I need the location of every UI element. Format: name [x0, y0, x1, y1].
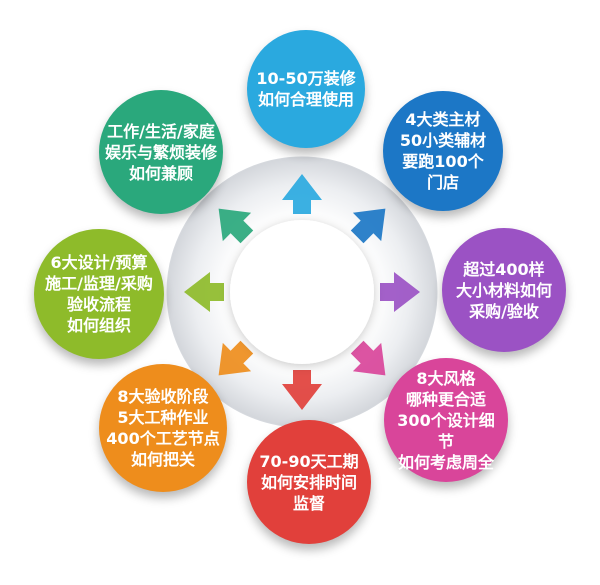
arrow-up-left-icon: [218, 208, 254, 244]
node-budget: 10-50万装修 如何合理使用: [247, 30, 365, 148]
node-purchase: 超过400样 大小材料如何 采购/验收: [442, 228, 566, 352]
arrow-right-icon: [380, 272, 420, 312]
node-schedule: 70-90天工期 如何安排时间 监督: [247, 420, 371, 544]
hub-circle: [230, 220, 374, 364]
node-balance-label: 工作/生活/家庭 娱乐与繁烦装修 如何兼顾: [105, 121, 218, 183]
node-budget-label: 10-50万装修 如何合理使用: [256, 69, 356, 109]
arrow-up-right-icon: [350, 208, 386, 244]
node-materials: 4大类主材 50小类辅材 要跑100个 门店: [383, 91, 503, 211]
node-acceptance-label: 8大验收阶段 5大工种作业 400个工艺节点 如何把关: [106, 387, 220, 469]
arrow-up-icon: [282, 174, 322, 214]
arrow-down-left-icon: [218, 340, 254, 376]
arrow-group: [184, 174, 420, 410]
node-balance: 工作/生活/家庭 娱乐与繁烦装修 如何兼顾: [99, 90, 223, 214]
node-materials-label: 4大类主材 50小类辅材 要跑100个 门店: [399, 110, 487, 192]
node-purchase-label: 超过400样 大小材料如何 采购/验收: [455, 259, 552, 321]
node-style-label: 8大风格 哪种更合适 300个设计细节 如何考虑周全: [397, 368, 495, 472]
node-acceptance: 8大验收阶段 5大工种作业 400个工艺节点 如何把关: [99, 364, 227, 492]
node-style: 8大风格 哪种更合适 300个设计细节 如何考虑周全: [384, 358, 508, 482]
node-schedule-label: 70-90天工期 如何安排时间 监督: [259, 451, 359, 513]
node-process-label: 6大设计/预算 施工/监理/采购 验收流程 如何组织: [45, 253, 153, 335]
arrow-left-icon: [184, 272, 224, 312]
node-process: 6大设计/预算 施工/监理/采购 验收流程 如何组织: [34, 229, 164, 359]
arrow-down-icon: [282, 370, 322, 410]
arrow-down-right-icon: [350, 340, 386, 376]
